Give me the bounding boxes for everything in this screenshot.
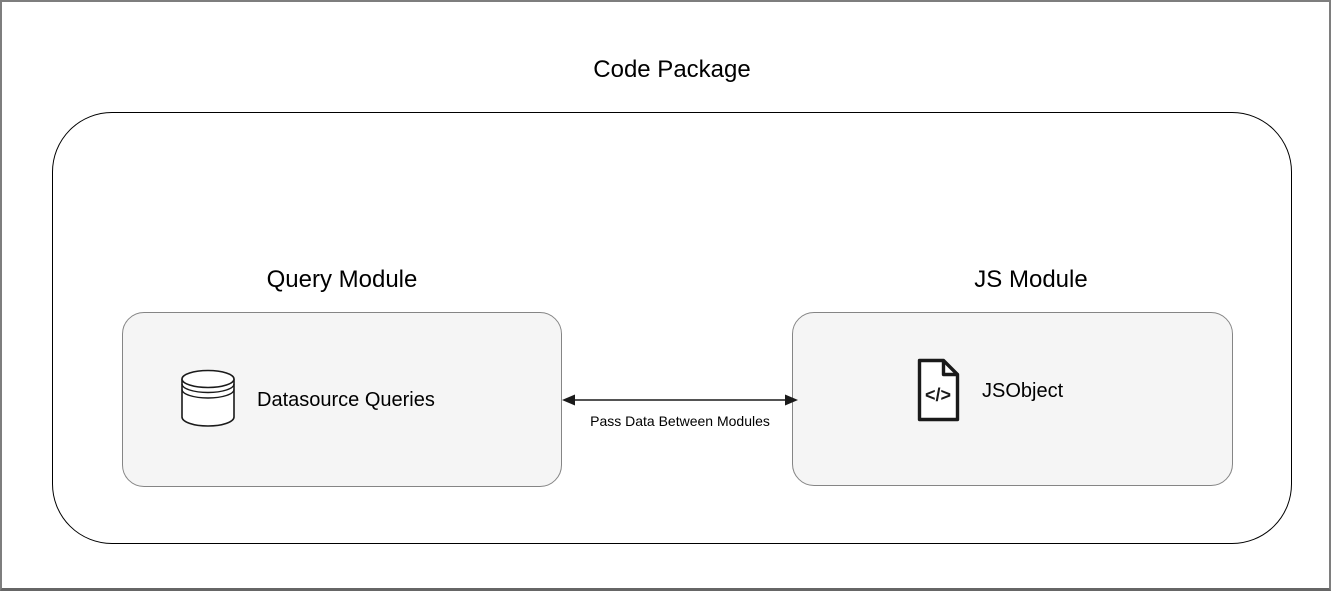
- code-file-icon: </>: [917, 358, 960, 422]
- js-module-box: [792, 312, 1233, 486]
- code-glyph: </>: [925, 385, 951, 405]
- query-module-title: Query Module: [266, 266, 418, 293]
- connector-label: Pass Data Between Modules: [590, 413, 770, 429]
- code-package-container: [52, 112, 1292, 544]
- jsobject-label: JSObject: [982, 380, 1064, 402]
- bidirectional-arrow: [562, 394, 798, 406]
- package-title: Code Package: [593, 56, 751, 83]
- js-module-title: JS Module: [974, 266, 1088, 293]
- database-icon: [181, 369, 235, 427]
- datasource-queries-label: Datasource Queries: [257, 389, 435, 411]
